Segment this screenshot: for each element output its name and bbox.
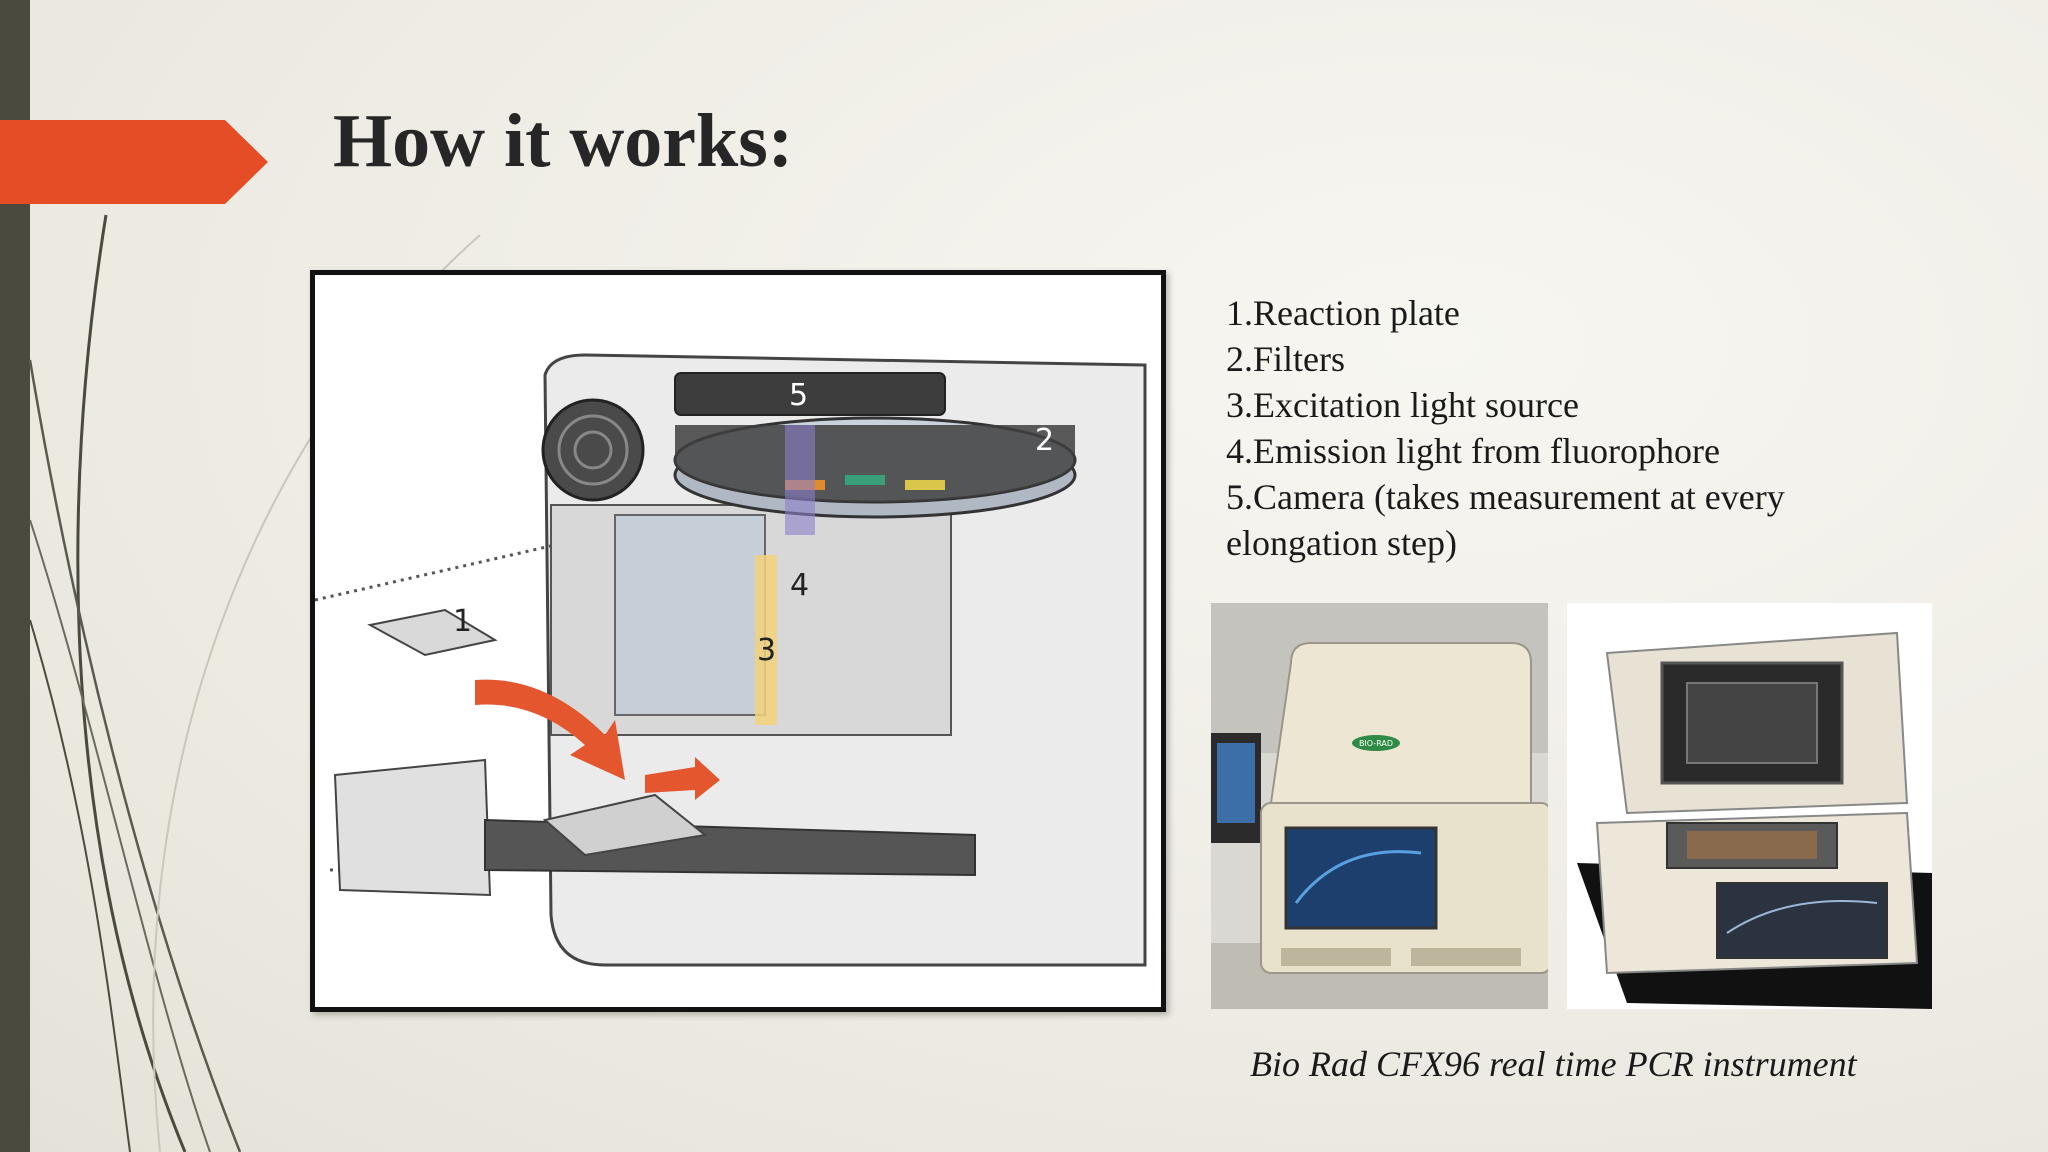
page-title: How it works:: [333, 98, 793, 185]
photo-closed-illustration: BIO-RAD: [1211, 603, 1548, 1009]
legend-item: 3.Excitation light source: [1226, 382, 1926, 428]
legend-item: 1.Reaction plate: [1226, 290, 1926, 336]
qpcr-cutaway-illustration: 1 2 3 4 5: [315, 275, 1161, 1007]
photo-logo-text: BIO-RAD: [1359, 739, 1393, 748]
instrument-photo-closed: BIO-RAD: [1211, 603, 1548, 1009]
figure-caption: Bio Rad CFX96 real time PCR instrument: [1250, 1043, 1857, 1085]
diagram-label-4: 4: [790, 568, 809, 603]
diagram-label-1: 1: [453, 604, 472, 639]
legend-item: 4.Emission light from fluorophore: [1226, 428, 1926, 474]
diagram-label-2: 2: [1035, 423, 1054, 458]
legend-item: 5.Camera (takes measurement at every elo…: [1226, 474, 1926, 566]
photo-open-illustration: [1567, 603, 1932, 1009]
diagram-label-5: 5: [789, 378, 808, 413]
title-accent-arrow: [0, 120, 268, 204]
qpcr-diagram: 1 2 3 4 5: [310, 270, 1166, 1012]
legend-list: 1.Reaction plate 2.Filters 3.Excitation …: [1226, 290, 1926, 566]
instrument-photo-open: [1567, 603, 1932, 1009]
diagram-label-3: 3: [757, 633, 776, 668]
legend-item: 2.Filters: [1226, 336, 1926, 382]
